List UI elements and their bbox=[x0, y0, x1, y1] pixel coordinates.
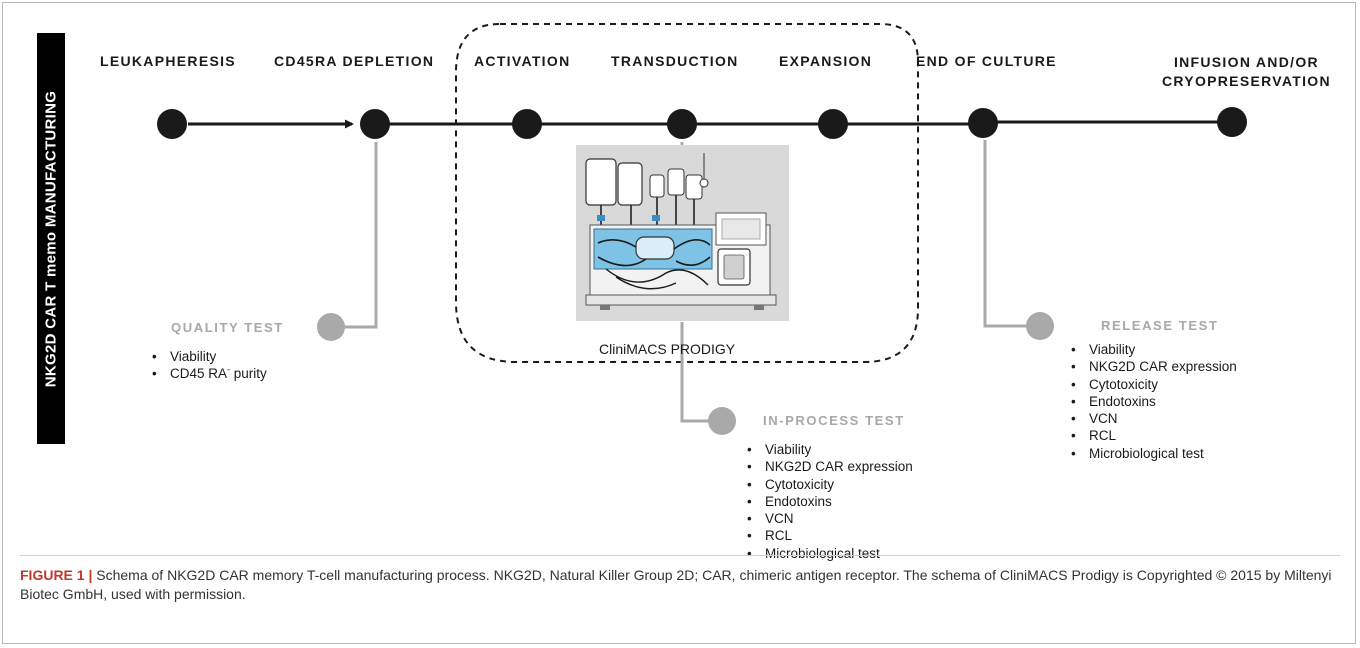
node-cd45ra-depletion bbox=[360, 109, 390, 139]
quality-test-item-cd45ra: CD45 RA bbox=[170, 366, 228, 382]
device-caption: CliniMACS PRODIGY bbox=[599, 341, 736, 357]
quality-test-item-purity: CD45 RA- purity bbox=[150, 364, 267, 383]
list-item: Endotoxins bbox=[1069, 393, 1237, 411]
node-quality-test bbox=[317, 313, 345, 341]
quality-test-title: QUALITY TEST bbox=[171, 320, 284, 335]
node-end-of-culture bbox=[968, 108, 998, 138]
list-item: NKG2D CAR expression bbox=[745, 458, 913, 476]
quality-test-item-purity-word: purity bbox=[230, 366, 267, 382]
quality-test-item: Viability bbox=[150, 348, 267, 366]
list-item: Microbiological test bbox=[1069, 445, 1237, 463]
stage-label-end-of-culture: END OF CULTURE bbox=[916, 53, 1057, 69]
stage-label-infusion: INFUSION AND/OR CRYOPRESERVATION bbox=[1162, 53, 1331, 91]
list-item: RCL bbox=[745, 527, 913, 545]
connector-release-test bbox=[983, 140, 1036, 328]
in-process-test-title: IN-PROCESS TEST bbox=[763, 413, 905, 428]
caption-divider bbox=[20, 555, 1340, 556]
node-infusion bbox=[1217, 107, 1247, 137]
stage-label-infusion-line1: INFUSION AND/OR bbox=[1173, 54, 1319, 70]
stage-label-leukapheresis: LEUKAPHERESIS bbox=[100, 53, 236, 69]
prodigy-device-illustration bbox=[576, 145, 789, 321]
list-item: VCN bbox=[1069, 410, 1237, 428]
list-item: VCN bbox=[745, 510, 913, 528]
node-activation bbox=[512, 109, 542, 139]
superscript-minus: - bbox=[227, 364, 231, 375]
node-transduction bbox=[667, 109, 697, 139]
stage-label-expansion: EXPANSION bbox=[779, 53, 873, 69]
stage-label-infusion-line2: CRYOPRESERVATION bbox=[1162, 73, 1331, 89]
stage-label-activation: ACTIVATION bbox=[474, 53, 571, 69]
connector-quality-test bbox=[334, 142, 378, 329]
stage-label-cd45ra-depletion: CD45RA DEPLETION bbox=[274, 53, 435, 69]
figure-caption: FIGURE 1 | Schema of NKG2D CAR memory T-… bbox=[20, 566, 1340, 604]
figure-caption-label: FIGURE 1 | bbox=[20, 567, 93, 583]
figure-caption-text: Schema of NKG2D CAR memory T-cell manufa… bbox=[20, 567, 1332, 602]
stage-label-transduction: TRANSDUCTION bbox=[611, 53, 739, 69]
quality-test-list: Viability CD45 RA- purity bbox=[150, 348, 267, 383]
node-release-test bbox=[1026, 312, 1054, 340]
list-item: Microbiological test bbox=[745, 545, 913, 563]
release-test-title: RELEASE TEST bbox=[1101, 318, 1219, 333]
list-item: RCL bbox=[1069, 427, 1237, 445]
in-process-test-list: Viability NKG2D CAR expression Cytotoxic… bbox=[745, 441, 913, 562]
list-item: Viability bbox=[1069, 341, 1237, 359]
list-item: NKG2D CAR expression bbox=[1069, 358, 1237, 376]
list-item: Viability bbox=[745, 441, 913, 459]
node-in-process-test bbox=[708, 407, 736, 435]
node-expansion bbox=[818, 109, 848, 139]
node-leukapheresis bbox=[157, 109, 187, 139]
prodigy-dashed-group bbox=[455, 23, 919, 363]
list-item: Cytotoxicity bbox=[1069, 376, 1237, 394]
list-item: Endotoxins bbox=[745, 493, 913, 511]
side-label-box: NKG2D CAR T memo MANUFACTURING bbox=[37, 33, 65, 444]
release-test-list: Viability NKG2D CAR expression Cytotoxic… bbox=[1069, 341, 1237, 462]
list-item: Cytotoxicity bbox=[745, 476, 913, 494]
